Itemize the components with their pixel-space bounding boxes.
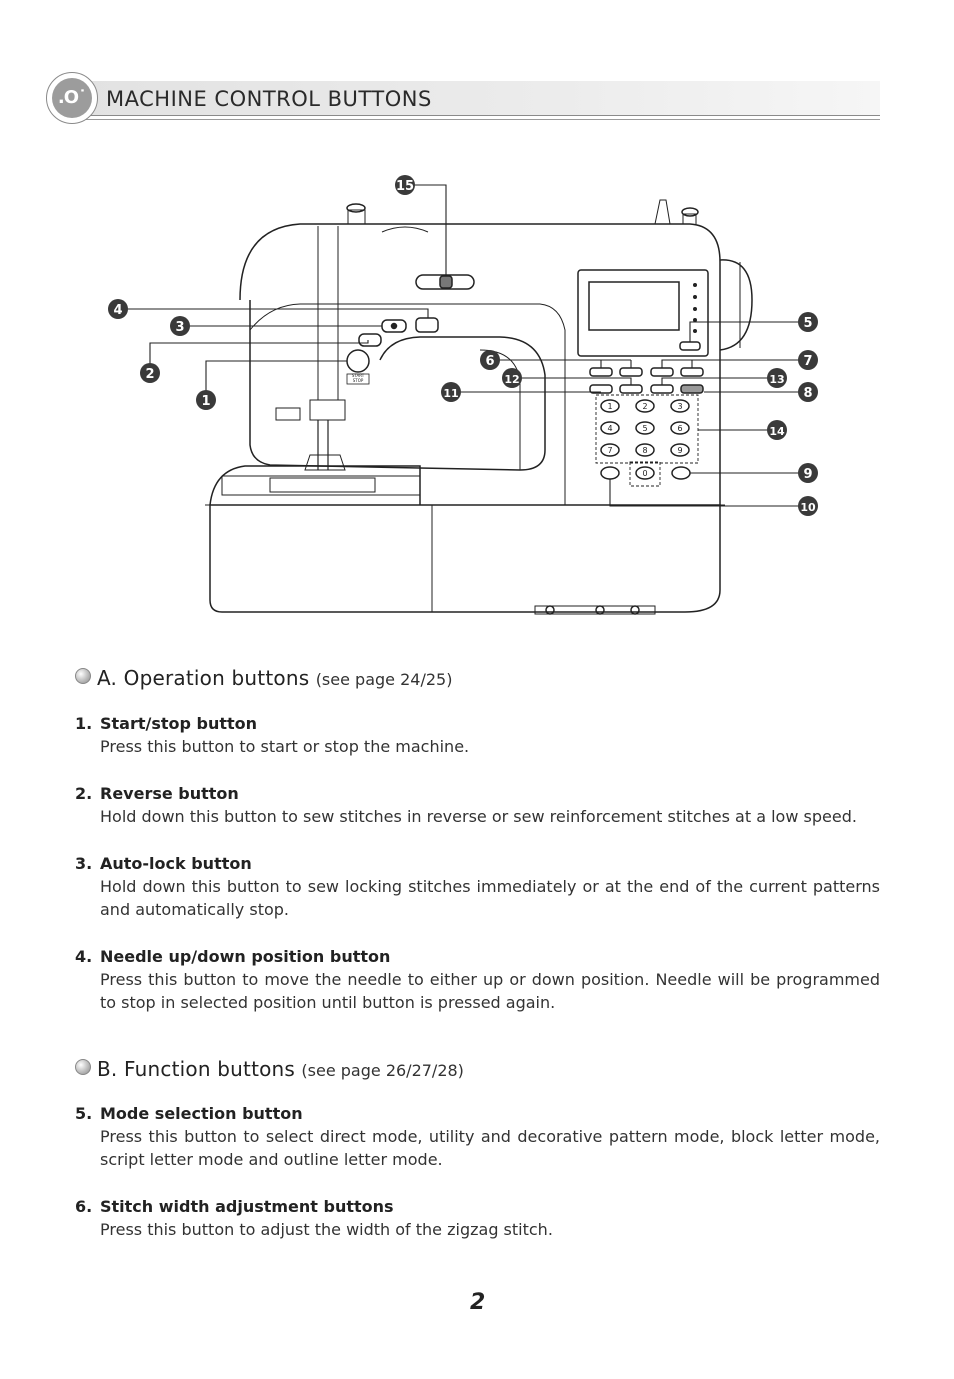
- item-name: Start/stop button: [100, 714, 258, 733]
- item-number: 4.: [75, 947, 93, 966]
- callout-8: 8: [798, 382, 818, 402]
- keypad-key-9: 9: [677, 446, 682, 455]
- svg-text:7: 7: [803, 354, 812, 369]
- stop-label: STOP: [353, 378, 364, 383]
- header-badge-icon: .O˙: [52, 78, 92, 118]
- list-item-needle-position: 4. Needle up/down position button Press …: [75, 945, 880, 1014]
- callout-6: 6: [480, 350, 500, 370]
- callout-12: 12: [502, 368, 522, 388]
- sewing-machine-illustration: START STOP 1 2 3 4 5 6 7 8 9 0: [108, 175, 818, 615]
- svg-text:10: 10: [800, 501, 816, 514]
- section-a-title: A. Operation buttons: [97, 666, 310, 690]
- machine-body: [239, 223, 721, 505]
- item-number: 3.: [75, 854, 93, 873]
- keypad-key-1: 1: [607, 402, 612, 411]
- svg-text:2: 2: [145, 367, 154, 382]
- list-item-stitch-width: 6. Stitch width adjustment buttons Press…: [75, 1195, 880, 1241]
- section-bullet-icon: [75, 668, 91, 684]
- svg-text:8: 8: [803, 386, 812, 401]
- item-description: Press this button to select direct mode,…: [100, 1127, 880, 1169]
- section-b-page-ref: (see page 26/27/28): [301, 1061, 464, 1080]
- svg-text:9: 9: [803, 467, 812, 482]
- svg-text:1: 1: [201, 394, 210, 409]
- svg-text:4: 4: [113, 303, 122, 318]
- svg-text:14: 14: [769, 425, 785, 438]
- keypad-key-2: 2: [642, 402, 647, 411]
- callout-7: 7: [798, 350, 818, 370]
- section-header: .O˙ MACHINE CONTROL BUTTONS: [46, 72, 880, 124]
- section-b-title: B. Function buttons: [97, 1057, 296, 1081]
- keypad-key-7: 7: [607, 446, 612, 455]
- item-name: Needle up/down position button: [100, 947, 391, 966]
- callout-14: 14: [767, 420, 787, 440]
- section-a-page-ref: (see page 24/25): [315, 670, 453, 689]
- keypad-key-5: 5: [642, 424, 647, 433]
- item-description: Press this button to adjust the width of…: [100, 1220, 553, 1239]
- list-item-mode-selection: 5. Mode selection button Press this butt…: [75, 1102, 880, 1171]
- item-description: Hold down this button to sew stitches in…: [100, 807, 857, 826]
- list-item-auto-lock: 3. Auto-lock button Hold down this butto…: [75, 852, 880, 921]
- start-label: START: [352, 373, 365, 378]
- svg-text:15: 15: [396, 179, 414, 194]
- callout-3: 3: [170, 316, 190, 336]
- svg-text:3: 3: [175, 320, 184, 335]
- callout-15: 15: [395, 175, 415, 195]
- svg-text:5: 5: [803, 316, 812, 331]
- keypad-key-0: 0: [642, 469, 647, 478]
- svg-text:11: 11: [443, 387, 458, 400]
- item-name: Mode selection button: [100, 1104, 303, 1123]
- callout-5: 5: [798, 312, 818, 332]
- svg-text:6: 6: [485, 354, 494, 369]
- item-name: Stitch width adjustment buttons: [100, 1197, 394, 1216]
- callout-2: 2: [140, 363, 160, 383]
- item-number: 5.: [75, 1104, 93, 1123]
- svg-text:13: 13: [769, 373, 784, 386]
- list-item-start-stop: 1. Start/stop button Press this button t…: [75, 712, 880, 758]
- item-description: Press this button to start or stop the m…: [100, 737, 470, 756]
- header-bar: [74, 81, 880, 120]
- keypad-key-3: 3: [677, 402, 682, 411]
- section-b-heading: B. Function buttons (see page 26/27/28): [75, 1057, 464, 1081]
- list-item-reverse: 2. Reverse button Hold down this button …: [75, 782, 880, 828]
- header-badge: .O˙: [46, 72, 98, 124]
- keypad-key-4: 4: [607, 424, 612, 433]
- item-name: Auto-lock button: [100, 854, 252, 873]
- item-description: Hold down this button to sew locking sti…: [100, 877, 880, 919]
- callout-9: 9: [798, 463, 818, 483]
- section-a-heading: A. Operation buttons (see page 24/25): [75, 666, 452, 690]
- machine-base: [209, 504, 721, 613]
- section-bullet-icon: [75, 1059, 91, 1075]
- item-number: 2.: [75, 784, 93, 803]
- item-description: Press this button to move the needle to …: [100, 970, 880, 1012]
- item-name: Reverse button: [100, 784, 239, 803]
- callout-13: 13: [767, 368, 787, 388]
- callout-4: 4: [108, 299, 128, 319]
- page-title: MACHINE CONTROL BUTTONS: [106, 87, 432, 111]
- item-number: 6.: [75, 1197, 93, 1216]
- item-number: 1.: [75, 714, 93, 733]
- page-number: 2: [470, 1290, 486, 1315]
- svg-text:12: 12: [504, 373, 519, 386]
- callout-1: 1: [196, 390, 216, 410]
- callout-11: 11: [441, 382, 461, 402]
- callout-10: 10: [798, 496, 818, 516]
- keypad-key-6: 6: [677, 424, 682, 433]
- keypad-key-8: 8: [642, 446, 647, 455]
